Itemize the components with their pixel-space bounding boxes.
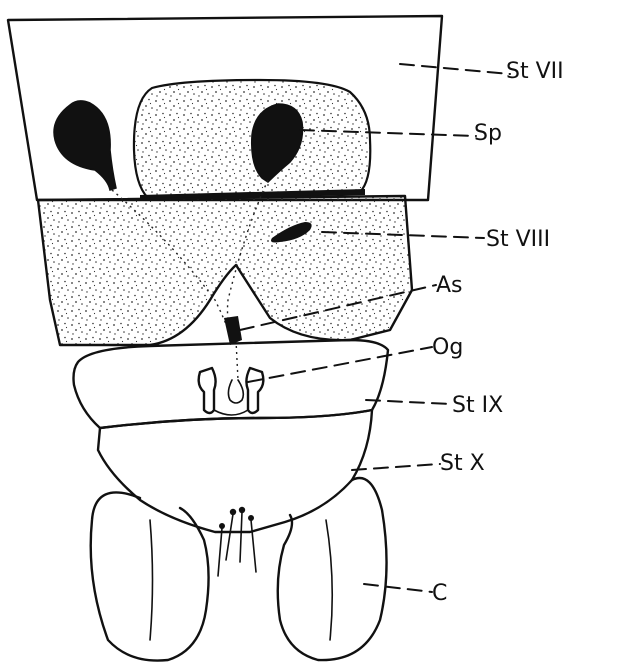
cercus-right-inner — [326, 520, 332, 640]
label-st-vii: St VII — [506, 59, 564, 84]
label-og: Og — [432, 335, 463, 360]
label-st-x: St X — [440, 451, 485, 476]
leader-st-vii — [400, 64, 510, 74]
terminal-setae — [218, 507, 256, 576]
leader-st-ix — [366, 400, 450, 404]
label-sp: Sp — [474, 121, 502, 146]
leader-c — [364, 584, 432, 592]
cercus-left-inner — [150, 520, 153, 640]
genital-opening-base — [214, 410, 248, 415]
label-as: As — [436, 273, 463, 298]
genital-opening-loop — [228, 380, 243, 403]
label-st-ix: St IX — [452, 393, 503, 418]
genital-opening-right-lobe — [246, 368, 263, 413]
label-c: C — [432, 581, 447, 606]
spermatheca-left — [54, 101, 116, 190]
leader-st-x — [352, 464, 440, 470]
spermathecal-duct-center — [236, 340, 238, 380]
genital-opening-left-lobe — [199, 368, 216, 413]
label-st-viii: St VIII — [486, 227, 550, 252]
leader-og — [248, 347, 432, 382]
